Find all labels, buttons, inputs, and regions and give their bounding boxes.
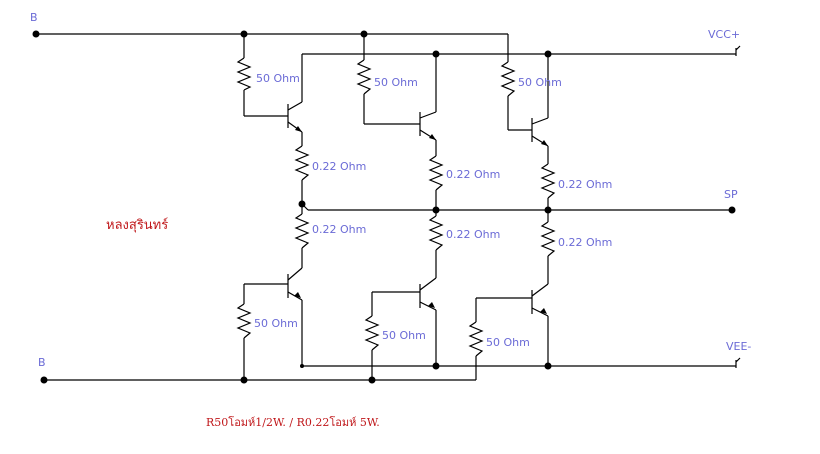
label-resistor-emitter-top-3: 0.22 Ohm (558, 178, 612, 191)
transistor-bottom-2 (419, 277, 437, 366)
label-resistor-top-2: 50 Ohm (374, 76, 418, 89)
wires-top (36, 33, 736, 118)
resistor-emitter-bottom-2 (428, 210, 444, 278)
label-resistor-top-3: 50 Ohm (518, 76, 562, 89)
terminal-vcc (735, 45, 741, 56)
resistor-bottom-1 (236, 283, 288, 380)
transistor-bottom-3 (531, 283, 549, 366)
resistor-emitter-bottom-3 (540, 210, 556, 284)
resistor-emitter-top-3 (540, 163, 556, 210)
label-resistor-bottom-2: 50 Ohm (382, 329, 426, 342)
label-resistor-emitter-top-1: 0.22 Ohm (312, 160, 366, 173)
resistor-top-2 (356, 59, 420, 125)
label-b-bottom: B (38, 356, 46, 369)
author-label: หลงสุรินทร์ (106, 217, 168, 233)
resistor-emitter-bottom-1 (294, 204, 310, 268)
label-resistor-bottom-1: 50 Ohm (254, 317, 298, 330)
wires-bottom (44, 365, 736, 381)
label-sp: SP (724, 188, 738, 201)
label-b-top: B (30, 11, 38, 24)
terminal-vee (735, 357, 741, 368)
resistor-emitter-top-2 (428, 155, 444, 210)
label-resistor-emitter-bottom-1: 0.22 Ohm (312, 223, 366, 236)
transistor-top-3 (531, 117, 549, 164)
transistor-top-2 (419, 111, 437, 156)
label-resistor-top-1: 50 Ohm (256, 72, 300, 85)
junction-dots (32, 30, 736, 384)
resistor-emitter-top-1 (294, 145, 310, 204)
resistor-top-1 (236, 57, 288, 117)
resistor-top-3 (500, 61, 532, 131)
transistor-bottom-1 (287, 267, 303, 366)
label-resistor-emitter-bottom-2: 0.22 Ohm (446, 228, 500, 241)
resistor-bottom-2 (364, 291, 420, 380)
resistor-bottom-3 (468, 297, 532, 380)
transistor-top-1 (287, 101, 303, 146)
resistor-spec-note: R50โอมห์1/2W. / R0.22โอมห์ 5W. (206, 415, 380, 429)
label-resistor-bottom-3: 50 Ohm (486, 336, 530, 349)
label-resistor-emitter-bottom-3: 0.22 Ohm (558, 236, 612, 249)
wire-sp-rail (301, 203, 732, 211)
label-vee: VEE- (726, 340, 751, 353)
label-vcc: VCC+ (708, 28, 740, 41)
label-resistor-emitter-top-2: 0.22 Ohm (446, 168, 500, 181)
